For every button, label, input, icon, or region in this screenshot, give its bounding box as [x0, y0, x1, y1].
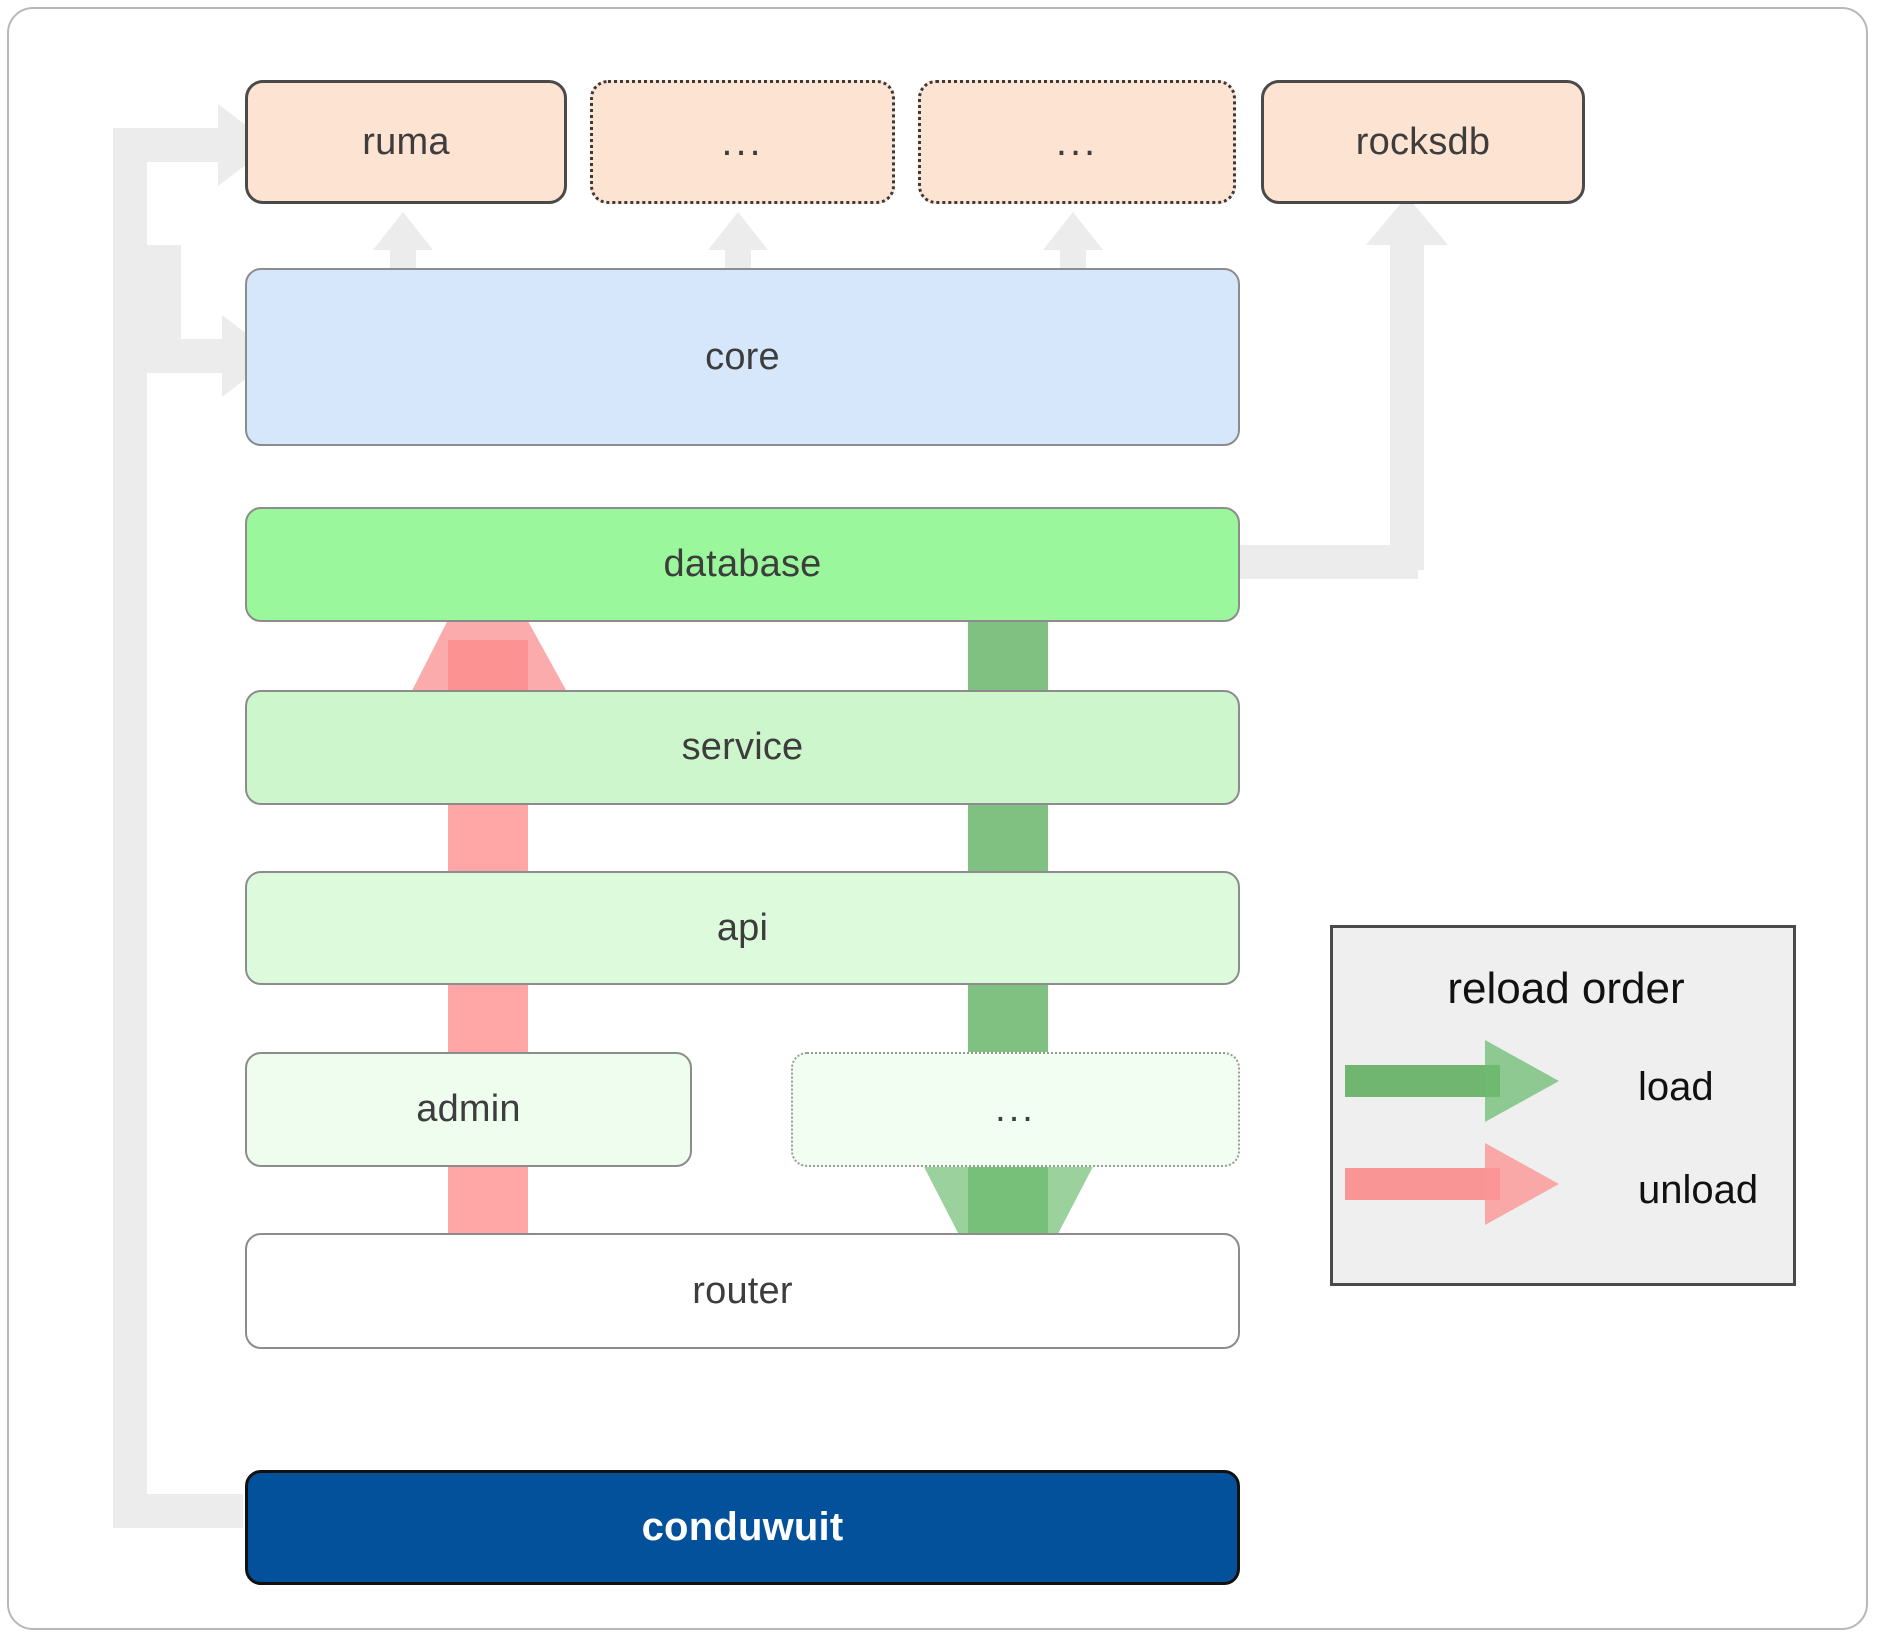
connector-trunk-branch-core — [147, 245, 181, 355]
dependency-box-ellipsis-1[interactable]: ... — [590, 80, 895, 204]
layer-box-core[interactable]: core — [245, 268, 1240, 446]
layer-box-database[interactable]: database — [245, 507, 1240, 622]
connector-conduwuit-to-trunk — [113, 1494, 243, 1528]
dependency-box-ruma[interactable]: ruma — [245, 80, 567, 204]
connector-left-trunk — [113, 128, 147, 1528]
layer-box-service[interactable]: service — [245, 690, 1240, 805]
layer-label-ellipsis: ... — [995, 1088, 1036, 1130]
layer-label-database: database — [663, 543, 822, 585]
legend-arrow-glyphs — [1345, 1040, 1559, 1225]
dependency-label-ruma: ruma — [362, 120, 450, 163]
dependency-label-rocksdb: rocksdb — [1355, 120, 1491, 163]
dependency-label-ellipsis-2: ... — [1055, 120, 1099, 164]
diagram-frame — [7, 7, 1868, 1630]
connector-database-to-rocksdb-vertical — [1390, 240, 1424, 570]
binary-label-conduwuit: conduwuit — [641, 1505, 844, 1549]
connector-trunk-to-core — [147, 339, 222, 373]
dependency-box-ellipsis-2[interactable]: ... — [918, 80, 1236, 204]
layer-box-admin[interactable]: admin — [245, 1052, 692, 1167]
layer-label-router: router — [692, 1269, 793, 1312]
layer-box-router[interactable]: router — [245, 1233, 1240, 1349]
load-arrow-icon — [1345, 1040, 1559, 1122]
legend-panel: reload order load unload — [1330, 925, 1796, 1286]
unload-arrow-icon — [1345, 1143, 1559, 1225]
legend-label-unload: unload — [1638, 1168, 1759, 1212]
layer-box-api[interactable]: api — [245, 871, 1240, 985]
layer-label-admin: admin — [416, 1088, 521, 1130]
legend-title: reload order — [1447, 964, 1685, 1013]
layer-label-service: service — [681, 726, 804, 768]
layer-label-api: api — [716, 906, 769, 949]
dependency-box-rocksdb[interactable]: rocksdb — [1261, 80, 1585, 204]
layer-label-core: core — [705, 335, 780, 378]
dependency-label-ellipsis-1: ... — [721, 120, 764, 164]
connector-database-to-rocksdb-horizontal — [1238, 545, 1418, 579]
layer-box-ellipsis[interactable]: ... — [791, 1052, 1240, 1167]
connector-trunk-to-ruma — [113, 128, 218, 162]
binary-box-conduwuit[interactable]: conduwuit — [245, 1470, 1240, 1585]
legend-label-load: load — [1638, 1065, 1714, 1109]
